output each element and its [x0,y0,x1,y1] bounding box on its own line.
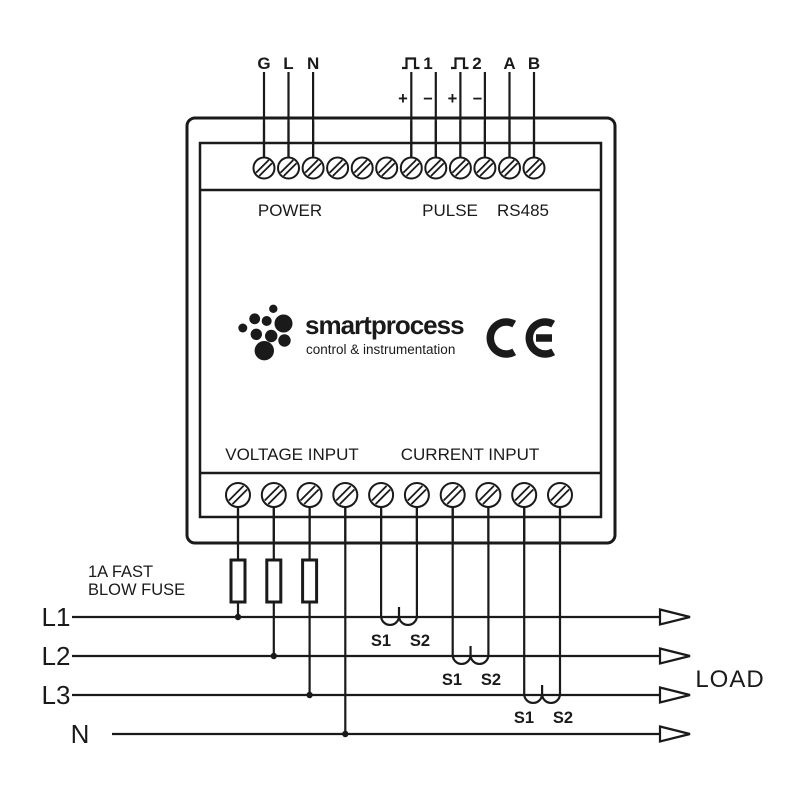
terminal-screw [296,482,323,508]
fuse-l3 [301,558,319,604]
terminal-screw [448,156,472,180]
line-l1-arrowhead [658,608,691,626]
fuse-note-line1: 1A FAST [88,563,153,581]
ct3-s2-label: S2 [553,709,573,727]
terminal-screw [522,156,546,180]
power-section-label: POWER [258,201,322,220]
line-l3: L3 [42,680,691,710]
fuse-note: 1A FAST BLOW FUSE [88,563,185,599]
terminal-label-l: L [283,54,293,73]
supply-lines: L1 L2 L3 N LOAD [42,602,764,749]
pulse1-minus-sign: − [423,90,433,108]
ct-labels: S1 S2 S1 S2 S1 S2 [371,632,573,727]
terminal-label-b: B [528,54,540,73]
top-terminal-wires [262,72,536,160]
line-l2-label: L2 [42,641,71,671]
line-l2: L2 [42,641,691,671]
logo-dots-icon [238,304,293,361]
bottom-terminal-block [225,482,573,508]
ct1-s2-label: S2 [410,632,430,650]
brand-tagline: control & instrumentation [306,342,455,357]
terminal-screw [547,482,573,508]
pulse2-squarewave-icon [451,57,469,70]
rs485-section-label: RS485 [497,201,549,220]
terminal-screw [260,482,287,508]
pulse2-minus-sign: − [473,90,483,108]
terminal-screw [301,156,325,180]
terminal-screw [350,156,374,180]
terminal-screw [332,482,359,508]
ct1-secondary-hook [380,495,418,627]
terminal-screw [277,156,300,180]
terminal-label-a: A [503,54,515,73]
terminal-screw [439,482,466,508]
terminal-screw [498,156,521,180]
terminal-screw [375,156,399,180]
line-l3-label: L3 [42,680,71,710]
bottom-wiring [229,495,562,734]
terminal-screw [475,482,502,508]
terminal-screw [225,482,251,508]
pulse2-number: 2 [472,54,481,73]
terminal-label-n: N [307,54,319,73]
top-terminal-labels: G L N 1 2 A B + − + − [257,54,540,108]
line-neutral-label: N [71,719,90,749]
terminal-label-g: G [257,54,270,73]
junction-l1 [234,613,242,621]
ct3-s1-label: S1 [514,709,534,727]
junction-neutral [342,730,349,738]
junction-l3 [306,691,313,699]
terminal-screw [399,156,423,180]
fuse-l2 [265,558,283,604]
line-neutral-arrowhead [658,725,691,743]
pulse1-plus-sign: + [398,90,408,108]
ct2-secondary-hook [451,495,490,666]
terminal-screw [326,156,350,180]
brand-name: smartprocess [305,310,464,340]
meter-device: POWER PULSE RS485 VOLTAGE INPUT CURRENT … [185,116,617,545]
line-l2-arrowhead [658,647,691,665]
pulse2-plus-sign: + [448,90,458,108]
fuse-l1 [229,558,247,604]
pulse1-squarewave-icon [402,57,420,70]
line-l1: L1 [42,602,691,632]
top-terminal-block [252,156,546,180]
load-label: LOAD [695,666,764,693]
pulse-section-label: PULSE [422,201,478,220]
line-l1-label: L1 [42,602,71,632]
terminal-screw [473,156,497,180]
terminal-screw [368,482,395,508]
case-wire-stubs [236,121,562,541]
terminal-screw [403,482,430,508]
device-inner-panel [198,141,603,519]
terminal-screw [424,156,448,180]
voltage-input-label: VOLTAGE INPUT [225,445,359,464]
ce-mark-icon [486,318,556,358]
ct1-s1-label: S1 [371,632,391,650]
current-input-label: CURRENT INPUT [401,445,540,464]
ct2-s1-label: S1 [442,671,462,689]
ct3-secondary-hook [523,495,562,705]
line-l3-arrowhead [658,686,691,704]
fuse-note-line2: BLOW FUSE [88,581,185,599]
terminal-screw [252,156,276,180]
junction-l2 [270,652,277,660]
device-outer-case [185,116,617,545]
line-neutral: N [71,719,691,749]
pulse1-number: 1 [423,54,432,73]
terminal-screw [511,482,538,508]
ct2-s2-label: S2 [481,671,501,689]
brand-logo: smartprocess control & instrumentation [238,304,465,361]
